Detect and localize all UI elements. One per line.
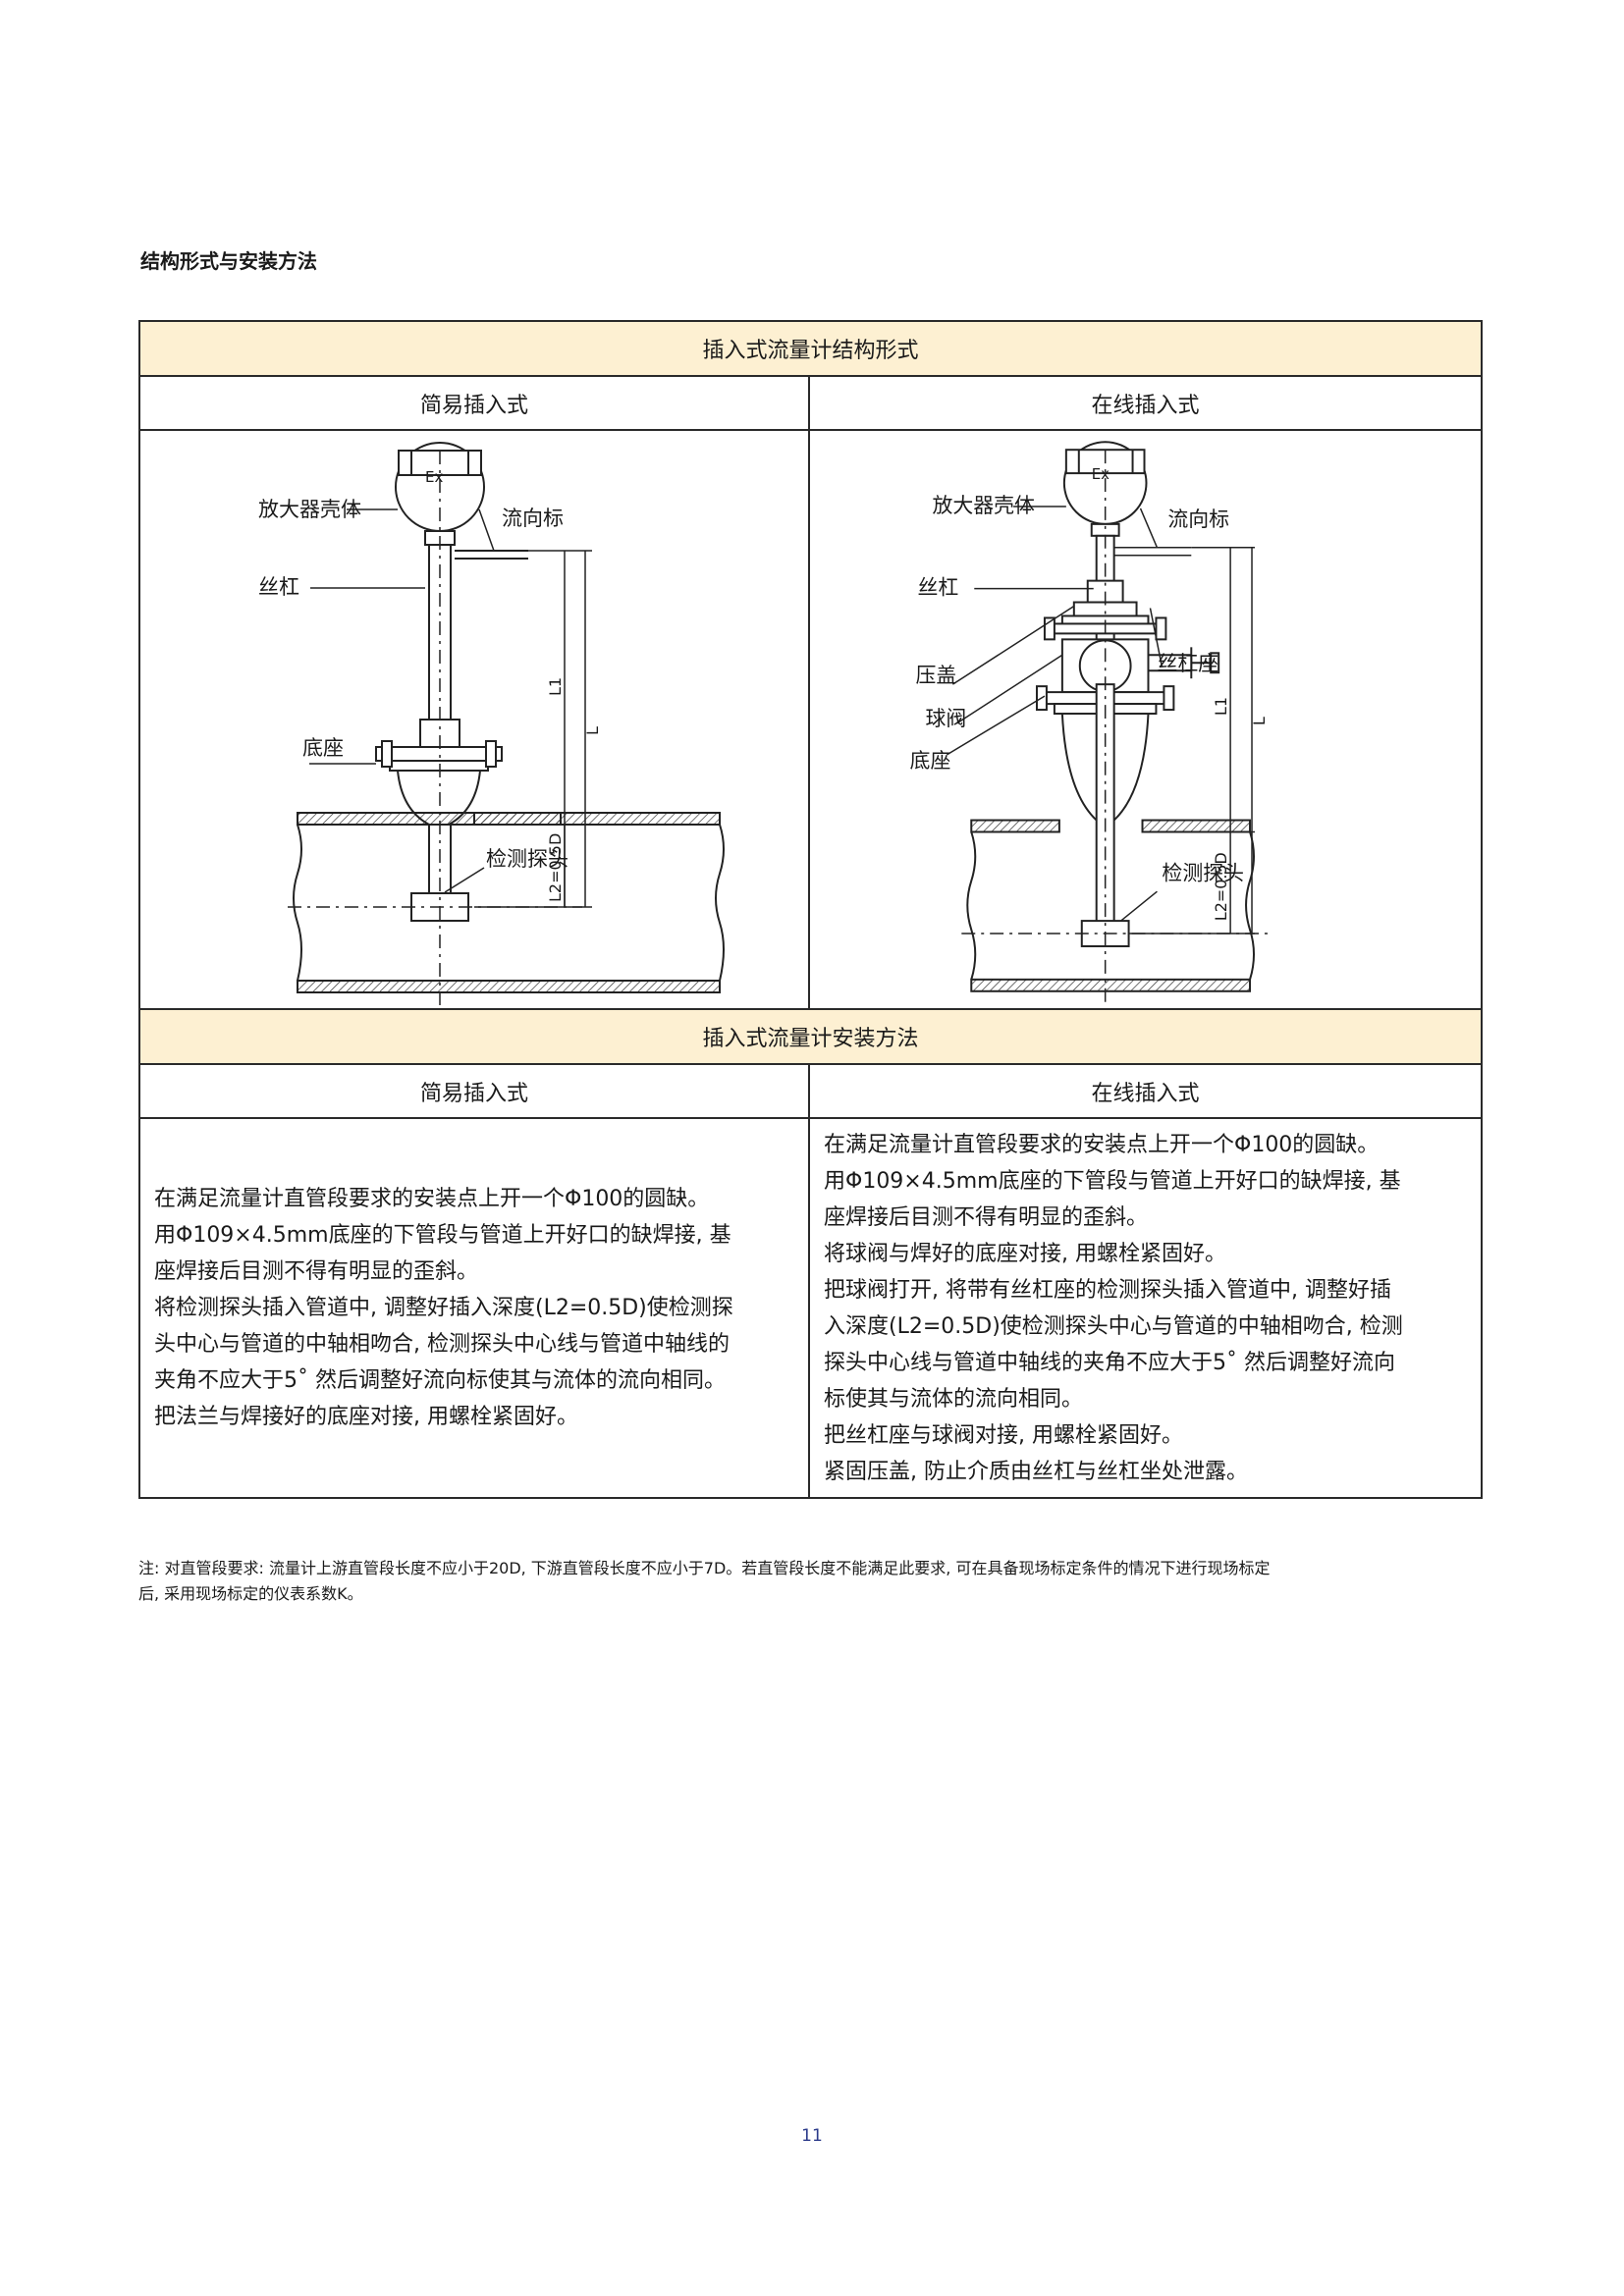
install-simple-cell: 在满足流量计直管段要求的安装点上开一个Φ100的圆缺。 用Φ109×4.5mm底… (138, 1117, 810, 1499)
label-ex-online: Ex (1092, 465, 1110, 483)
footnote: 注: 对直管段要求: 流量计上游直管段长度不应小于20D, 下游直管段长度不应小… (138, 1556, 1484, 1607)
install-simple-line: 座焊接后目测不得有明显的歪斜。 (154, 1259, 479, 1284)
install-simple-line: 头中心与管道的中轴相吻合, 检测探头中心线与管道中轴线的 (154, 1332, 730, 1357)
flowmeter-table: 插入式流量计结构形式 简易插入式 在线插入式 (137, 320, 1484, 1499)
label-base: 底座 (302, 736, 344, 760)
footnote-line: 后, 采用现场标定的仪表系数K。 (138, 1584, 363, 1603)
structure-col-online: 在线插入式 (807, 375, 1484, 431)
section-title: 结构形式与安装方法 (140, 249, 317, 273)
install-header: 插入式流量计安装方法 (137, 1008, 1484, 1065)
label-probe: 检测探头 (486, 847, 568, 871)
install-simple-line: 把法兰与焊接好的底座对接, 用螺栓紧固好。 (154, 1405, 578, 1429)
footnote-line: 注: 对直管段要求: 流量计上游直管段长度不应小于20D, 下游直管段长度不应小… (138, 1559, 1271, 1577)
install-online-line: 入深度(L2=0.5D)使检测探头中心与管道的中轴相吻合, 检测 (824, 1313, 1403, 1339)
label-lead-screw-online: 丝杠 (918, 576, 959, 600)
label-ex: Ex (425, 468, 443, 486)
install-simple-line: 在满足流量计直管段要求的安装点上开一个Φ100的圆缺。 (154, 1187, 710, 1211)
label-screw-seat: 丝杠座 (1157, 652, 1218, 675)
install-online-line: 把球阀打开, 将带有丝杠座的检测探头插入管道中, 调整好插 (824, 1277, 1391, 1303)
install-col-online: 在线插入式 (807, 1063, 1484, 1119)
install-online-line: 标使其与流体的流向相同。 (824, 1386, 1084, 1412)
label-l1-online: L1 (1212, 697, 1230, 716)
label-l1: L1 (546, 677, 565, 696)
install-online-line: 座焊接后目测不得有明显的歪斜。 (824, 1204, 1149, 1230)
label-l2-online: L2=0.5D (1212, 852, 1230, 921)
diagram-online-cell: 放大器壳体 流向标 丝杠 压盖 丝杠座 球阀 底座 检测探头 Ex L1 L L… (807, 429, 1484, 1010)
install-online-line: 在满足流量计直管段要求的安装点上开一个Φ100的圆缺。 (824, 1132, 1380, 1157)
label-amp-housing-online: 放大器壳体 (932, 494, 1035, 517)
label-ball-valve: 球阀 (925, 707, 966, 730)
page-number: 11 (801, 2126, 823, 2146)
diagram-simple-cell: 放大器壳体 流向标 丝杠 底座 检测探头 Ex L1 L L2=0.5D (138, 429, 810, 1010)
structure-header: 插入式流量计结构形式 (137, 320, 1484, 377)
diagram-simple: 放大器壳体 流向标 丝杠 底座 检测探头 Ex L1 L L2=0.5D (258, 442, 725, 1008)
structure-col-simple: 简易插入式 (138, 375, 810, 431)
label-l: L (583, 726, 602, 735)
label-l2: L2=0.5D (546, 833, 565, 902)
install-online-line: 探头中心线与管道中轴线的夹角不应大于5˚ 然后调整好流向 (824, 1350, 1395, 1375)
label-l-online: L (1250, 717, 1269, 725)
install-online-line: 把丝杠座与球阀对接, 用螺栓紧固好。 (824, 1422, 1183, 1448)
install-col-simple: 简易插入式 (138, 1063, 810, 1119)
label-base-online: 底座 (910, 749, 951, 773)
install-online-cell: 在满足流量计直管段要求的安装点上开一个Φ100的圆缺。 用Φ109×4.5mm底… (807, 1117, 1484, 1499)
label-gland: 压盖 (916, 664, 957, 687)
install-online-line: 将球阀与焊好的底座对接, 用螺栓紧固好。 (824, 1241, 1226, 1266)
label-probe-online: 检测探头 (1162, 861, 1244, 884)
label-amp-housing: 放大器壳体 (258, 498, 361, 521)
install-simple-text: 在满足流量计直管段要求的安装点上开一个Φ100的圆缺。 用Φ109×4.5mm底… (140, 1181, 808, 1435)
install-online-line: 用Φ109×4.5mm底座的下管段与管道上开好口的缺焊接, 基 (824, 1168, 1401, 1194)
diagram-online: 放大器壳体 流向标 丝杠 压盖 丝杠座 球阀 底座 检测探头 Ex L1 L L… (910, 441, 1270, 1007)
install-simple-line: 将检测探头插入管道中, 调整好插入深度(L2=0.5D)使检测探 (154, 1296, 733, 1320)
label-flow-mark-online: 流向标 (1167, 507, 1229, 531)
install-simple-line: 夹角不应大于5˚ 然后调整好流向标使其与流体的流向相同。 (154, 1368, 726, 1393)
install-online-text: 在满足流量计直管段要求的安装点上开一个Φ100的圆缺。 用Φ109×4.5mm底… (810, 1127, 1481, 1490)
label-lead-screw: 丝杠 (258, 575, 299, 599)
install-online-line: 紧固压盖, 防止介质由丝杠与丝杠坐处泄露。 (824, 1459, 1248, 1484)
install-simple-line: 用Φ109×4.5mm底座的下管段与管道上开好口的缺焊接, 基 (154, 1223, 731, 1248)
label-flow-mark: 流向标 (502, 507, 564, 530)
